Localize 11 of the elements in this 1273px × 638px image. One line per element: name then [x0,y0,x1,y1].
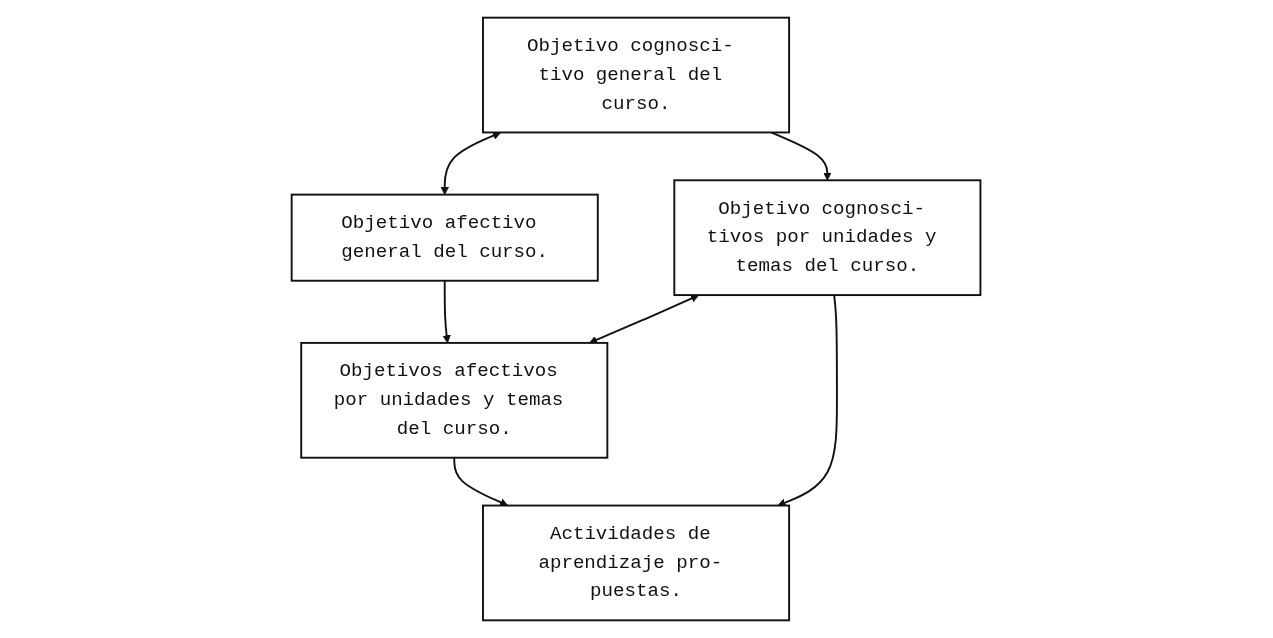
arrow [777,294,839,507]
arrow [589,294,700,344]
arrow [770,131,833,181]
node-box: Actividades de aprendizaje pro- puestas. [482,504,791,622]
arrow [442,279,452,344]
arrow [440,131,502,195]
node-box: Objetivos afectivos por unidades y temas del curso. [300,341,609,459]
node-box: Objetivo afectivo general del curso. [291,193,600,282]
node-box: Objetivo cognosci- tivo general del curso. [482,16,791,134]
node-box: Objetivo cognosci- tivos por unidades y temas del curso. [673,179,982,297]
arrow [453,456,509,507]
